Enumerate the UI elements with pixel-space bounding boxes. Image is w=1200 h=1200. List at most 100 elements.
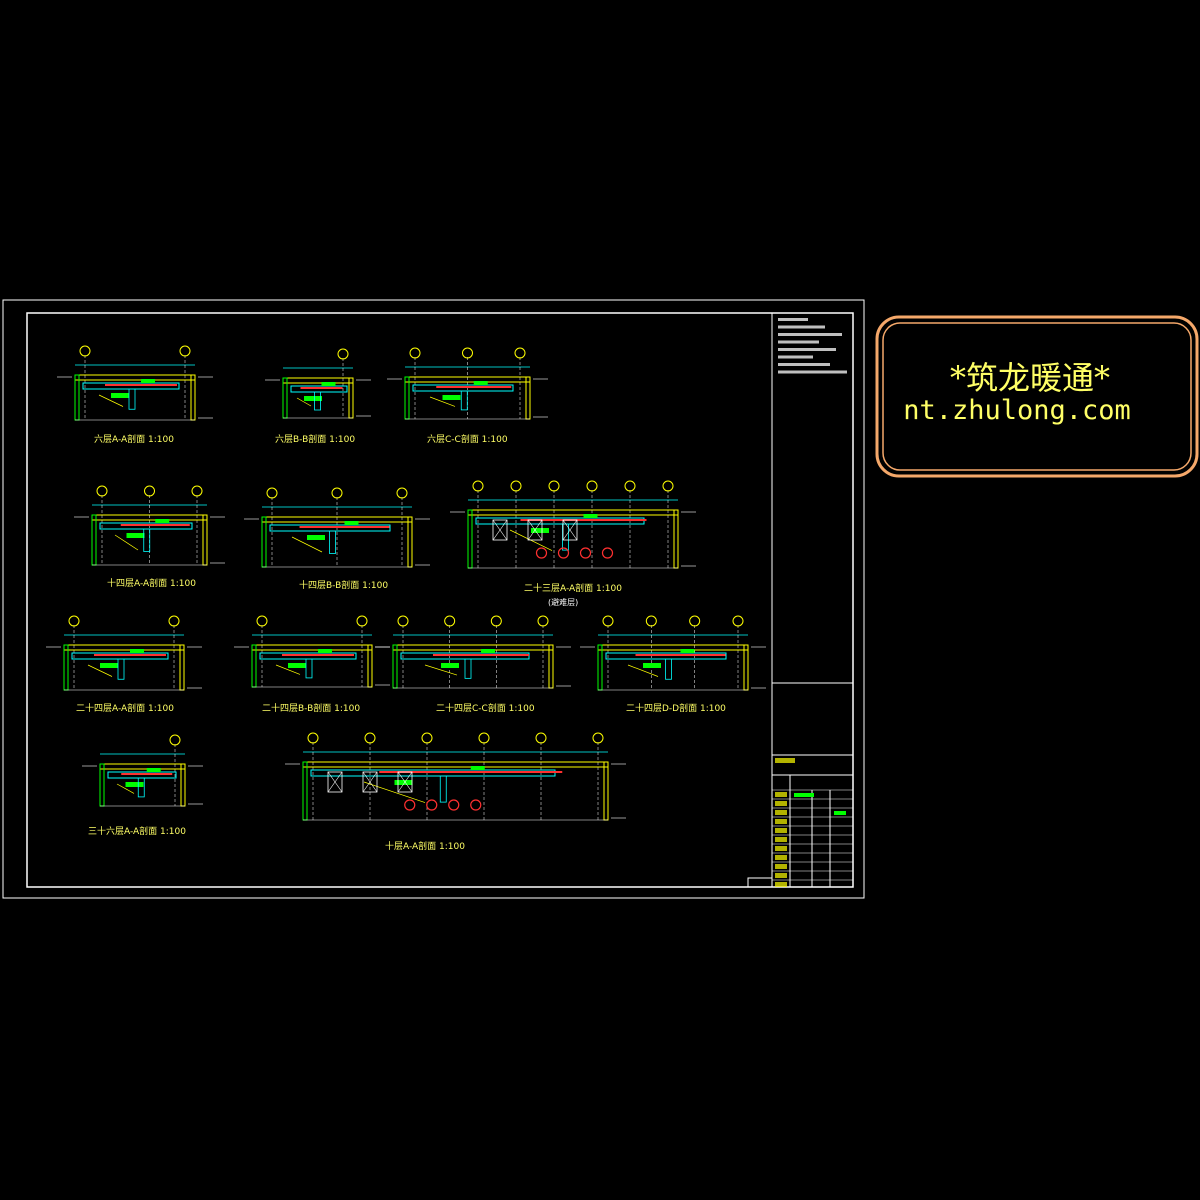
section-title: 六层A-A剖面 1:100 (94, 433, 174, 445)
label-tag (470, 766, 485, 770)
section-view (234, 615, 390, 688)
pipe-section (426, 799, 438, 811)
riser (665, 658, 672, 680)
title-block (747, 313, 853, 888)
section-views (46, 345, 766, 821)
note-line (778, 325, 825, 329)
label-tag (111, 393, 129, 398)
axis-bubble (396, 487, 408, 499)
axis-bubble (68, 615, 80, 627)
pipe-section (470, 799, 482, 811)
label-tag (318, 649, 332, 653)
axis-bubble (535, 732, 547, 744)
drawing-number-box (747, 877, 773, 888)
wall (190, 374, 196, 421)
axis-bubble (478, 732, 490, 744)
watermark-box: *筑龙暖通* nt.zhulong.com (875, 315, 1199, 478)
section-view (82, 734, 203, 807)
section-title: 十层A-A剖面 1:100 (385, 840, 465, 852)
section-view (46, 615, 202, 691)
leader-line (627, 664, 659, 677)
axis-bubble (732, 615, 744, 627)
axis-bubble (624, 480, 636, 492)
section-title: 六层C-C剖面 1:100 (427, 433, 508, 445)
floor-slab (392, 644, 554, 651)
riser (137, 777, 145, 798)
title-block-rows (772, 758, 853, 887)
wall (91, 514, 97, 566)
title-block-cell-text (775, 855, 787, 860)
fan-unit (327, 771, 343, 793)
section-title: 三十六层A-A剖面 1:100 (88, 825, 186, 837)
axis-bubble (256, 615, 268, 627)
axis-bubble (462, 347, 473, 359)
axis-bubble (514, 347, 526, 359)
section-view (450, 480, 696, 569)
fan-unit (492, 519, 508, 541)
fan-unit (527, 519, 543, 541)
wall (261, 516, 267, 568)
section-view (244, 487, 430, 568)
label-tag (680, 649, 695, 653)
axis-bubble (662, 480, 674, 492)
section-title: 十四层B-B剖面 1:100 (299, 579, 388, 591)
axis-bubble (490, 615, 502, 627)
pipe-section (448, 799, 460, 811)
axis-bubble (645, 615, 657, 627)
section-title: 十四层A-A剖面 1:100 (107, 577, 196, 589)
axis-bubble (472, 480, 484, 492)
axis-bubble (337, 348, 349, 360)
leader-line (116, 783, 135, 794)
wall (407, 516, 413, 568)
title-block-cell-text (775, 792, 787, 797)
pipe-section (535, 547, 548, 559)
axis-bubble (689, 615, 701, 627)
wall (597, 644, 603, 691)
wall (525, 376, 531, 420)
note-line (778, 333, 842, 336)
label-tag (100, 663, 118, 668)
label-tag (126, 533, 145, 538)
axis-bubble (191, 485, 203, 497)
note-line (778, 340, 819, 344)
label-tag (125, 782, 144, 787)
wall (367, 644, 373, 688)
riser (314, 391, 321, 411)
axis-bubble (444, 615, 456, 627)
note-line (778, 348, 836, 351)
axis-bubble (586, 480, 598, 492)
riser (329, 530, 336, 554)
title-block-cell-text (775, 864, 787, 869)
label-tag (344, 521, 359, 525)
label-tag (441, 663, 459, 668)
axis-bubble (537, 615, 549, 627)
riser (460, 390, 468, 411)
title-block-cell-text (775, 801, 787, 806)
label-tag (394, 780, 413, 785)
leader-line (275, 664, 301, 675)
riser (464, 658, 472, 679)
section-view (387, 347, 548, 420)
pipe-section (557, 547, 570, 559)
floor-slab (63, 644, 185, 651)
label-tag (304, 396, 322, 401)
floor-slab (597, 644, 749, 651)
axis-bubble (331, 487, 343, 499)
section-view (74, 485, 225, 566)
riser (143, 528, 151, 552)
leader-line (87, 664, 113, 677)
wall (302, 761, 308, 821)
watermark-url: nt.zhulong.com (903, 395, 1131, 426)
section-view (375, 615, 571, 689)
riser (117, 658, 125, 680)
wall (99, 763, 105, 807)
note-line (778, 370, 847, 374)
note-line (778, 363, 830, 366)
section-view (57, 345, 213, 421)
riser (439, 775, 447, 803)
wall (603, 761, 609, 821)
label-tag (130, 649, 144, 653)
leader-line (424, 664, 458, 676)
floor-slab (251, 644, 373, 651)
